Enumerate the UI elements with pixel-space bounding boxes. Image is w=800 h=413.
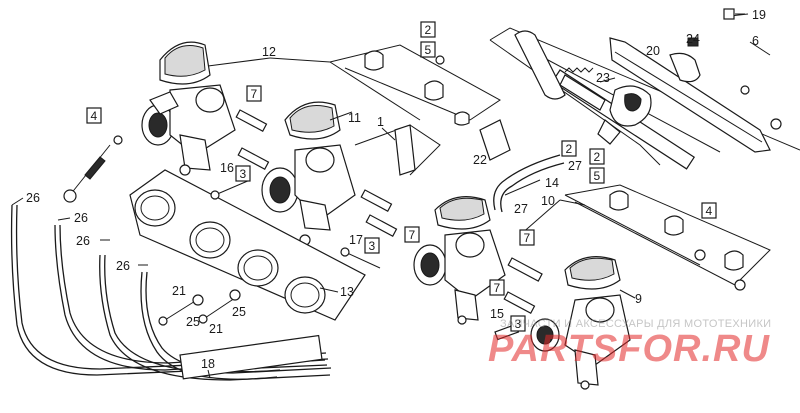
- boxed-callouts: 2 5 2 2 5 4 4 7: [86, 21, 717, 332]
- svg-text:7: 7: [524, 231, 531, 245]
- watermark-tagline: ЗАПЧАСТИ И АКСЕССУАРЫ ДЛЯ МОТОТЕХНИКИ: [500, 318, 772, 330]
- callout-23: 23: [596, 71, 610, 85]
- boxed-callout-2-b: 2: [561, 140, 577, 157]
- boxed-callout-4-b: 4: [701, 202, 717, 219]
- callout-10: 10: [541, 194, 555, 208]
- callout-21-b: 21: [209, 322, 223, 336]
- boxed-callout-4-a: 4: [86, 107, 102, 124]
- callout-14: 14: [545, 176, 559, 190]
- boxed-callout-2-a: 2: [420, 21, 436, 38]
- svg-text:7: 7: [494, 281, 501, 295]
- boxed-callout-7-d: 7: [489, 279, 505, 296]
- carburetor-4: [530, 256, 631, 390]
- leader-lines: [11, 13, 771, 379]
- callout-26-a: 26: [26, 191, 40, 205]
- link-rod-assembly-lower: [564, 184, 771, 291]
- callout-26-b: 26: [74, 211, 88, 225]
- boxed-callout-7-b: 7: [404, 226, 420, 243]
- hardware: [63, 109, 543, 341]
- boxed-callout-3-b: 3: [364, 237, 380, 254]
- svg-text:2: 2: [566, 142, 573, 156]
- callout-labels: 19 6 20 24 23 12 11 1 22 27 27 14 10 16 …: [26, 8, 766, 371]
- callout-13: 13: [340, 285, 354, 299]
- boxed-callout-3-a: 3: [235, 165, 251, 182]
- boxed-callout-7-a: 7: [246, 85, 262, 102]
- fuel-hose-14: [493, 154, 565, 213]
- callout-26-c: 26: [76, 234, 90, 248]
- callout-12: 12: [262, 45, 276, 59]
- svg-text:7: 7: [251, 87, 258, 101]
- callout-26-d: 26: [116, 259, 130, 273]
- throttle-shaft-frame: [489, 8, 800, 170]
- svg-text:2: 2: [425, 23, 432, 37]
- boxed-callout-3-c: 3: [510, 315, 526, 332]
- spring-16: [210, 179, 251, 200]
- callout-21-a: 21: [172, 284, 186, 298]
- svg-text:5: 5: [594, 169, 601, 183]
- callout-1: 1: [377, 115, 384, 129]
- callout-22: 22: [473, 153, 487, 167]
- needle-kit-7a: [235, 109, 270, 170]
- needle-kit-7b: [360, 189, 398, 237]
- throttle-spring-23: [564, 67, 594, 73]
- callout-19: 19: [752, 8, 766, 22]
- link-rod-assembly-upper: [329, 44, 501, 126]
- bracket-1: [354, 119, 511, 176]
- watermark-brand: PARTSFOR.RU: [488, 328, 770, 370]
- carburetor-holder-13: [129, 169, 366, 321]
- callout-27-b: 27: [514, 202, 528, 216]
- svg-text:3: 3: [515, 317, 522, 331]
- callout-6: 6: [752, 34, 759, 48]
- callout-18: 18: [201, 357, 215, 371]
- svg-text:3: 3: [240, 167, 247, 181]
- svg-text:4: 4: [91, 109, 98, 123]
- boxed-callout-5-b: 5: [589, 167, 605, 184]
- boxed-callout-2-c: 2: [589, 148, 605, 165]
- callout-25-b: 25: [232, 305, 246, 319]
- spring-17: [340, 247, 381, 269]
- needle-kit-7c: [503, 257, 543, 314]
- callout-24: 24: [686, 32, 700, 46]
- callout-16: 16: [220, 161, 234, 175]
- svg-text:4: 4: [706, 204, 713, 218]
- screw-4: [63, 135, 123, 203]
- callout-9: 9: [635, 292, 642, 306]
- carburetor-2: [261, 101, 356, 246]
- callout-17: 17: [349, 233, 363, 247]
- svg-text:2: 2: [594, 150, 601, 164]
- callout-27-a: 27: [568, 159, 582, 173]
- callout-15: 15: [490, 307, 504, 321]
- boxed-callout-7-c: 7: [519, 229, 535, 246]
- svg-text:7: 7: [409, 228, 416, 242]
- callout-11: 11: [348, 111, 361, 125]
- boxed-callout-5-a: 5: [420, 41, 436, 58]
- callout-25-a: 25: [186, 315, 200, 329]
- svg-text:3: 3: [369, 239, 376, 253]
- svg-text:5: 5: [425, 43, 432, 57]
- carburetor-3: [413, 196, 506, 325]
- carburetor-1: [141, 41, 236, 176]
- vent-hoses: [10, 204, 332, 381]
- callout-20: 20: [646, 44, 660, 58]
- screw-21b: [198, 297, 236, 324]
